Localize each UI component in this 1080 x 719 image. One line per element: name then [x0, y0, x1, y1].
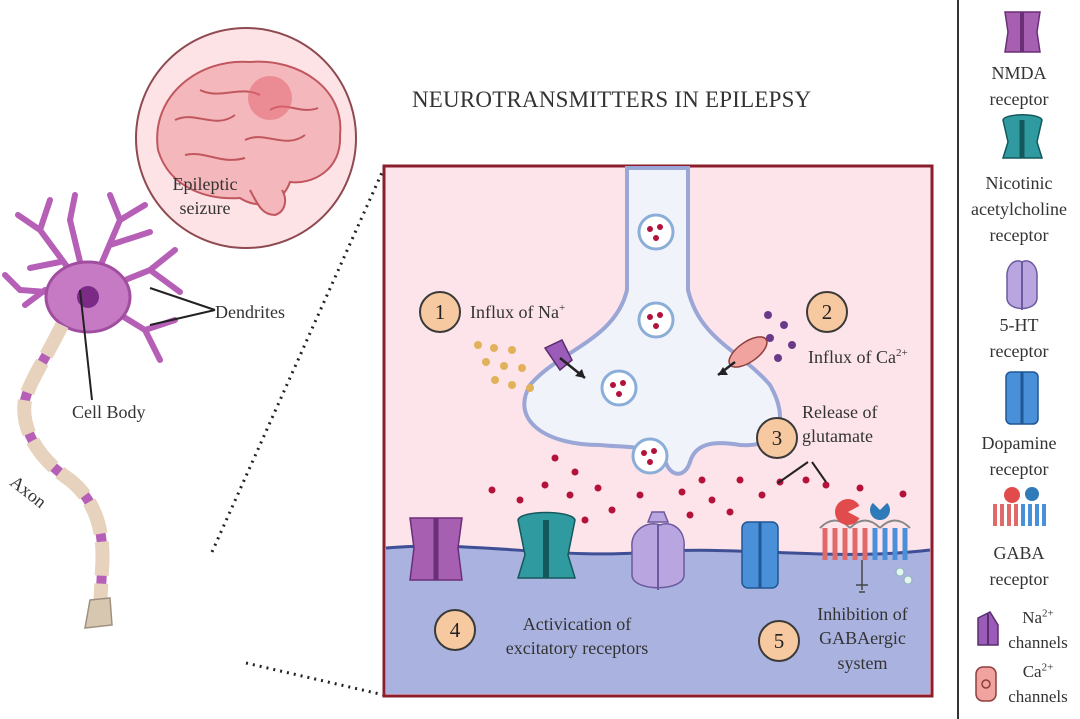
calcium-ions — [764, 311, 796, 362]
dendrites-label: Dendrites — [215, 302, 285, 322]
step-3-label: Release of glutamate — [802, 402, 878, 447]
legend-nicotinic-icon — [1001, 114, 1044, 159]
gaba-receptor-icon — [819, 499, 913, 593]
legend-calcium-channel-icon — [975, 666, 997, 702]
step-1-label: Influx of Na+ — [470, 302, 566, 322]
dopamine-receptor-icon — [741, 521, 779, 589]
neuron-icon — [2, 192, 216, 629]
step-5-badge: 5 — [758, 620, 800, 662]
legend-sodium-label: Na2+ channels — [1008, 607, 1068, 652]
brain-label-line2: seizure — [179, 198, 231, 219]
step-3-badge: 3 — [756, 417, 798, 459]
legend-divider — [957, 0, 959, 719]
glutamate-molecules — [488, 454, 907, 524]
legend-dopamine-icon — [1005, 371, 1039, 425]
legend-calcium-label: Ca2+ channels — [1008, 661, 1068, 706]
legend-sodium-channel-icon — [977, 611, 999, 646]
step-4-label: Activication of excitatory receptors — [505, 614, 649, 659]
step-5-label: Inhibition of GABAergic system — [817, 604, 908, 673]
step-2-badge: 2 — [806, 291, 848, 333]
sodium-channel-icon — [543, 339, 586, 379]
calcium-channel-icon — [717, 336, 768, 376]
synapse-box — [382, 164, 934, 698]
brain-icon — [135, 27, 357, 249]
diagram-title: NEUROTRANSMITTERS IN EPILEPSY — [412, 87, 812, 112]
legend-gaba-icon — [993, 487, 1046, 526]
serotonin-receptor-icon — [631, 511, 685, 590]
connector-bottom — [245, 661, 385, 697]
brain-label-line1: Epileptic — [172, 174, 238, 194]
vesicle-contents — [610, 224, 663, 465]
cell-body-label: Cell Body — [72, 402, 146, 422]
nicotinic-receptor-icon — [516, 511, 577, 579]
step-1-badge: 1 — [419, 291, 461, 333]
nmda-receptor-icon — [409, 517, 463, 581]
step-2-label: Influx of Ca2+ — [808, 347, 908, 367]
legend-serotonin-icon — [1006, 260, 1038, 310]
brain-label: Epileptic seizure — [160, 172, 250, 221]
sodium-ions — [474, 341, 534, 392]
legend-nmda-icon — [1004, 11, 1041, 53]
step-4-badge: 4 — [434, 609, 476, 651]
vesicles — [600, 213, 675, 475]
connector-top — [210, 167, 386, 553]
